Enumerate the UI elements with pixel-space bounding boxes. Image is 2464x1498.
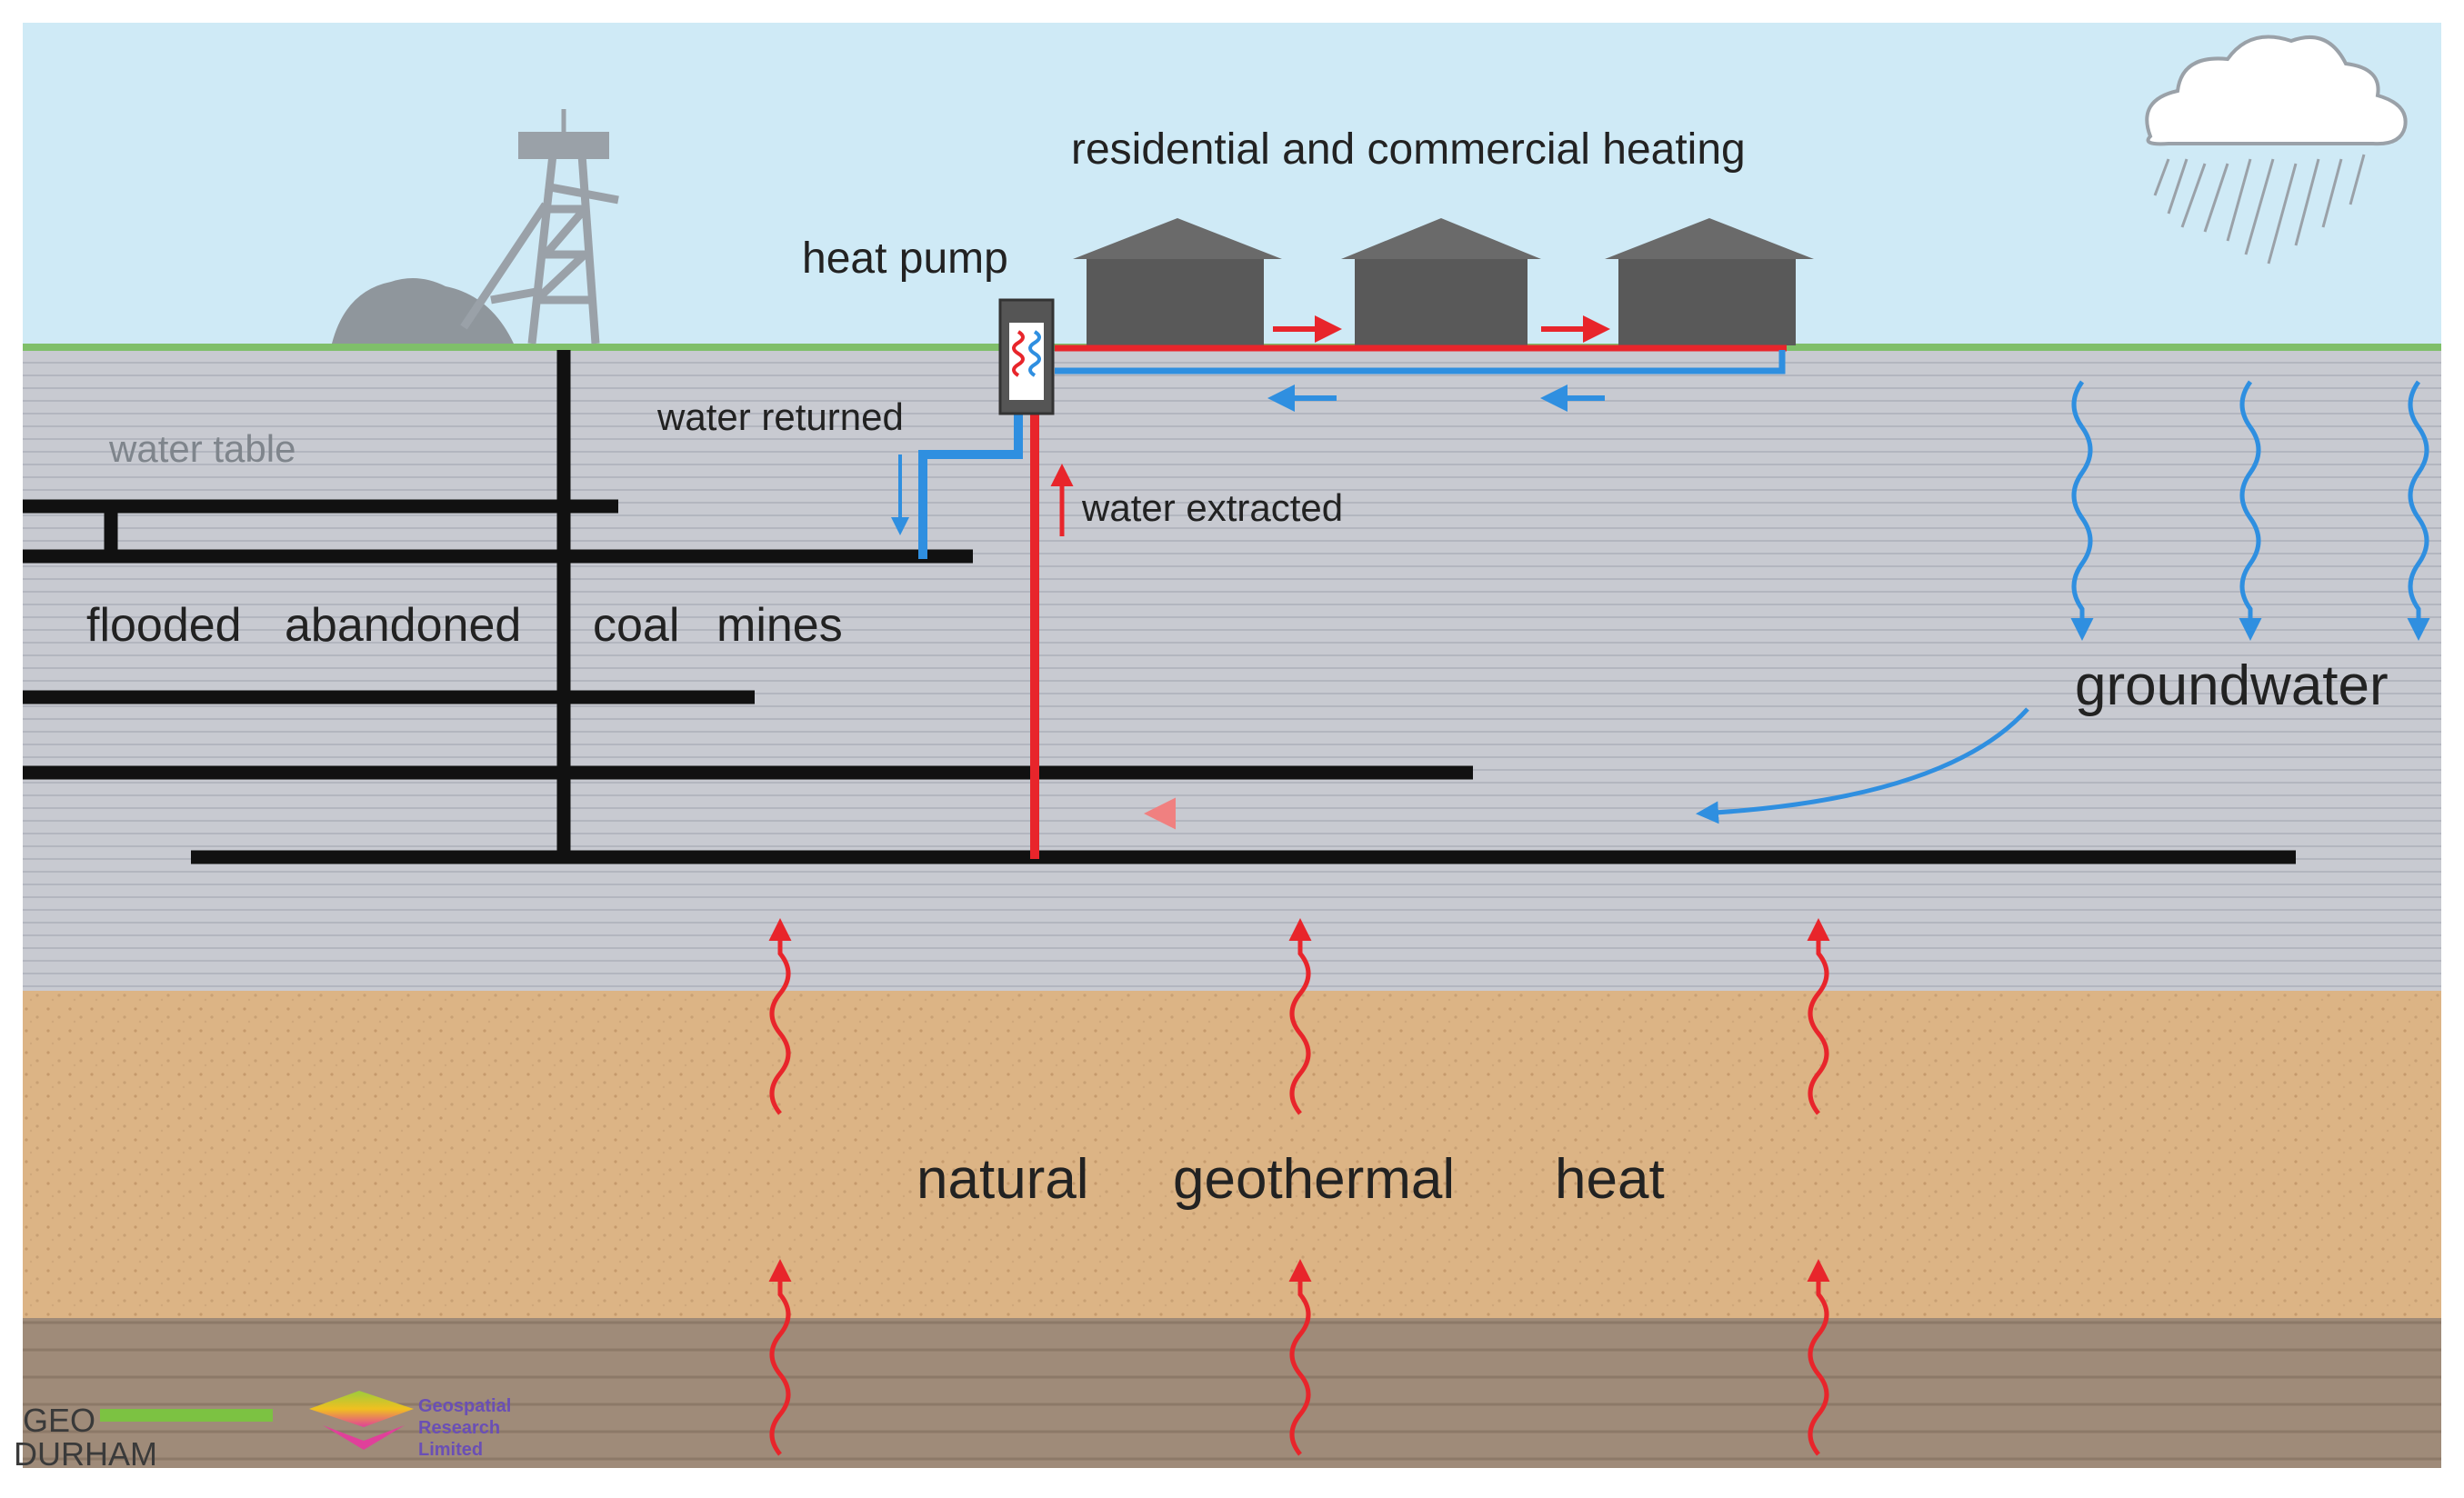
heat-pump-unit (998, 298, 1055, 415)
label-groundwater: groundwater (2075, 654, 2389, 717)
label-natural: natural (916, 1148, 1089, 1211)
label-water-table: water table (108, 427, 295, 470)
heating-loop (1055, 315, 1787, 412)
label-water-extracted: water extracted (1081, 486, 1343, 529)
label-abandoned: abandoned (285, 599, 521, 652)
label-geothermal: geothermal (1173, 1148, 1455, 1211)
boreholes (891, 400, 1074, 859)
mine-headframe (332, 109, 619, 345)
label-water-returned: water returned (656, 395, 904, 438)
sandstone-layer (23, 991, 2441, 1318)
svg-text:Limited: Limited (418, 1440, 483, 1460)
infiltration-arrow-2 (2239, 380, 2262, 641)
geospatial-research-logo: Geospatial Research Limited (309, 1391, 511, 1460)
rain-cloud (2145, 35, 2408, 265)
house-3 (1605, 218, 1814, 345)
svg-text:Research: Research (418, 1418, 500, 1438)
svg-text:Geospatial: Geospatial (418, 1396, 511, 1416)
groundwater-flow-arrow (1696, 707, 2029, 824)
geo-durham-logo: GEO DURHAM (14, 1402, 273, 1473)
houses (1073, 218, 1814, 345)
geothermal-heat-arrows (768, 918, 1830, 1456)
label-flooded: flooded (86, 599, 242, 652)
label-heat-pump: heat pump (802, 235, 1008, 283)
house-2 (1341, 218, 1541, 345)
label-coal: coal (593, 599, 679, 652)
label-heating: residential and commercial heating (1071, 125, 1746, 174)
infiltration-arrow-1 (2070, 380, 2094, 641)
groundwater-infiltration (1696, 380, 2430, 824)
basement-layer (23, 1318, 2441, 1468)
house-1 (1073, 218, 1282, 345)
label-heat: heat (1555, 1148, 1665, 1211)
label-mines: mines (716, 599, 843, 652)
svg-text:DURHAM: DURHAM (14, 1435, 157, 1473)
return-borehole (918, 404, 1023, 559)
svg-text:GEO: GEO (23, 1402, 95, 1439)
infiltration-arrow-3 (2407, 380, 2430, 641)
coal-measures-rock-layer (23, 351, 2441, 991)
mine-workings (23, 350, 2296, 864)
